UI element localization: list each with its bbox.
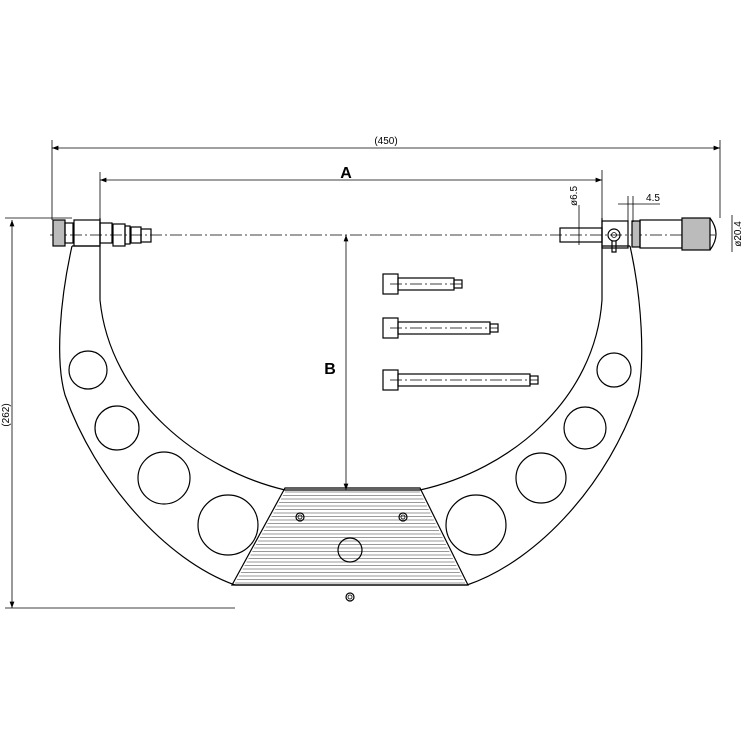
dim-spindle-diameter: ø6.5 xyxy=(569,186,580,206)
dim-thimble-offset: 4.5 xyxy=(646,193,660,204)
dim-overall-width: (450) xyxy=(374,136,397,147)
lightening-holes xyxy=(68,350,632,556)
frame-inner xyxy=(99,218,603,491)
anvil-holder xyxy=(52,219,152,247)
dim-overall-height: (262) xyxy=(1,403,12,426)
extension-rods xyxy=(382,273,539,391)
pad-hole xyxy=(337,537,363,563)
dim-range-a: A xyxy=(340,165,352,182)
dim-depth-b: B xyxy=(324,361,336,378)
dim-thimble-diameter: ø20.4 xyxy=(733,221,744,247)
micrometer-head xyxy=(559,217,717,253)
screws xyxy=(295,512,408,602)
insulation-pad xyxy=(230,487,469,586)
